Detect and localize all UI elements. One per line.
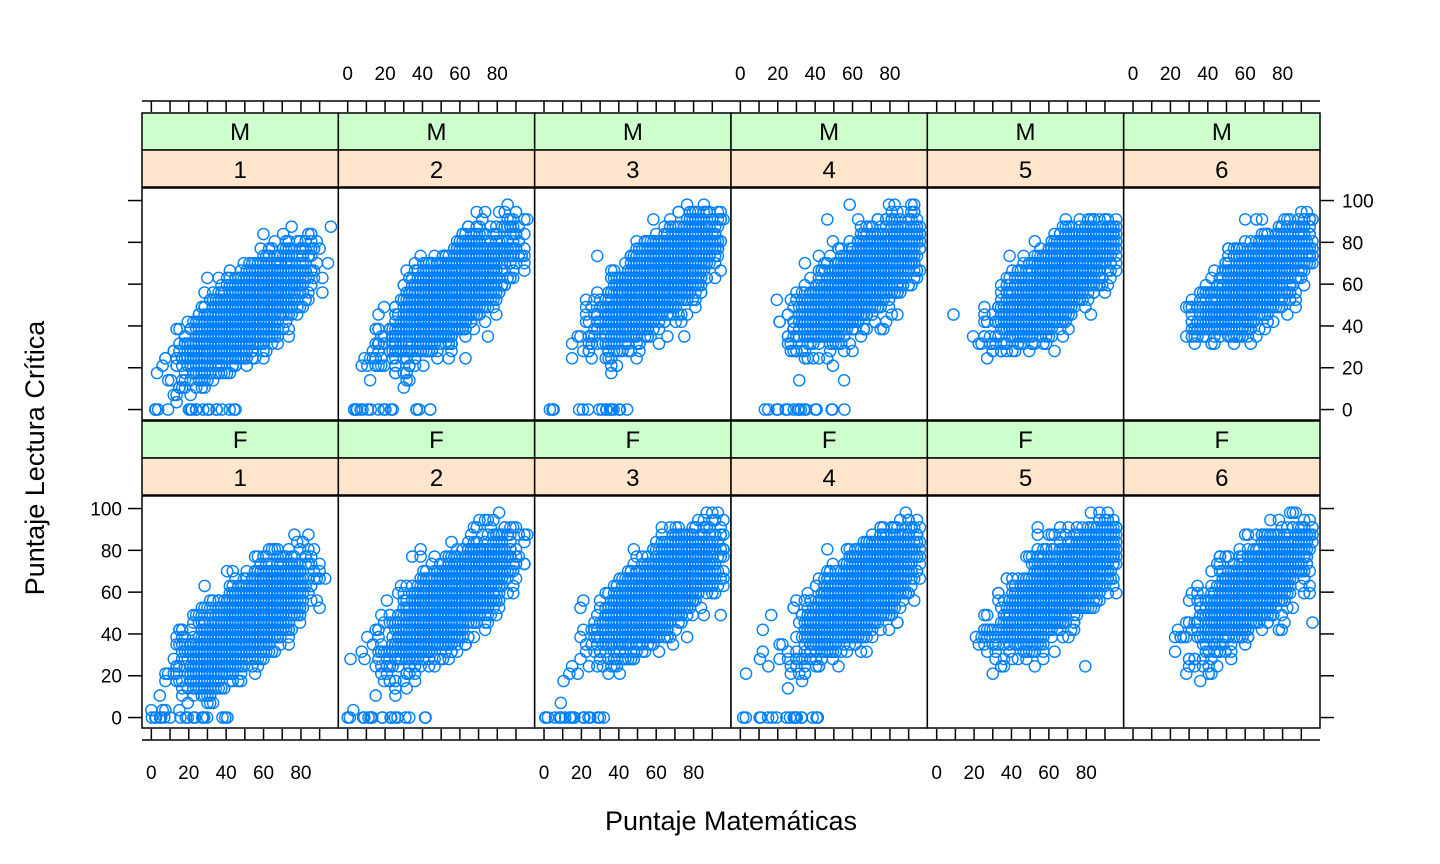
- strip-group: [141, 149, 340, 188]
- strip-group-label: 3: [626, 157, 639, 184]
- strip-group-label: 1: [233, 157, 246, 184]
- strip-group-label: 2: [430, 157, 443, 184]
- data-point: [324, 220, 338, 233]
- strip-gender-label: M: [230, 119, 250, 146]
- strip-gender-label: M: [623, 119, 643, 146]
- scatter-points: [148, 220, 338, 416]
- strip-gender-label: M: [427, 119, 447, 146]
- data-point: [170, 322, 183, 336]
- strip-gender: [141, 112, 340, 151]
